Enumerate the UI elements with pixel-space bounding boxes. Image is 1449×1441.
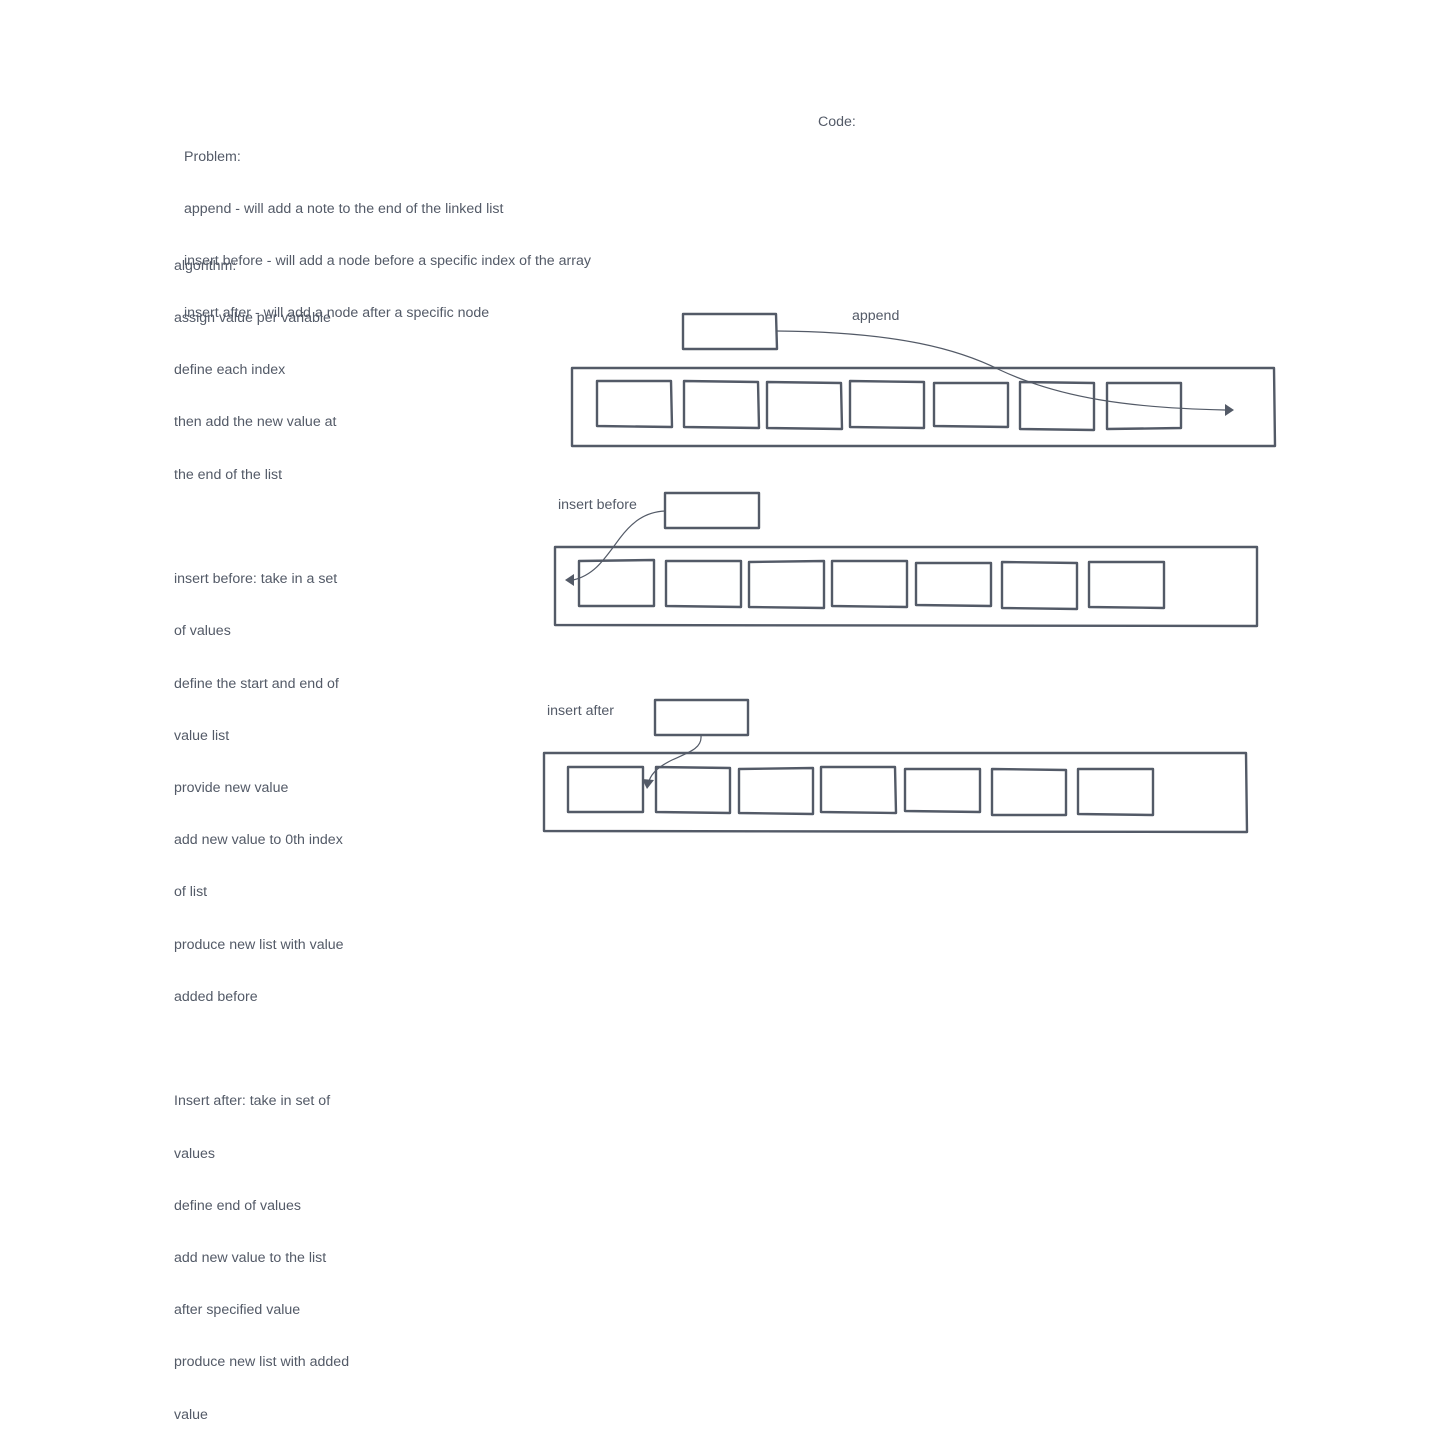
algorithm-line: value list (174, 727, 230, 744)
append-list-container (570, 366, 1277, 448)
algorithm-line: define end of values (174, 1197, 301, 1214)
insert-after-arrow (648, 735, 702, 782)
algorithm-line: the end of the list (174, 466, 283, 483)
append-label: append (852, 308, 900, 324)
insert-before-list-node (1087, 560, 1166, 610)
algorithm-line: algorithm: (174, 257, 237, 274)
insert-before-list-node (830, 559, 909, 609)
append-list-node (682, 379, 761, 430)
append-list-node (1018, 380, 1096, 432)
insert-after-list-node (737, 766, 815, 816)
algorithm-line: Insert after: take in set of (174, 1093, 331, 1110)
problem-line-insert-before: insert before - will add a node before a… (184, 253, 591, 270)
insert-before-arrow (572, 510, 666, 581)
problem-line-append: append - will add a note to the end of t… (184, 201, 504, 218)
insert-after-new-node (653, 698, 750, 737)
algorithm-line: of values (174, 623, 231, 640)
insert-after-arrowhead (642, 779, 654, 789)
problem-heading: Problem: (184, 148, 241, 165)
append-arrowhead (1225, 404, 1234, 416)
insert-after-list-node (903, 767, 982, 814)
algorithm-line: values (174, 1145, 216, 1162)
algorithm-line: then add the new value at (174, 414, 337, 431)
algorithm-line: insert before: take in a set (174, 571, 338, 588)
append-list-node (848, 379, 926, 430)
insert-before-list-node (1000, 560, 1079, 611)
insert-before-arrowhead (565, 574, 574, 586)
append-list-node (765, 380, 844, 431)
linked-list-diagrams (542, 312, 1277, 834)
insert-before-label: insert before (558, 497, 637, 513)
algorithm-line: assign value per variable (174, 310, 331, 327)
algorithm-line: added before (174, 988, 258, 1005)
problem-line-insert-after: insert after - will add a node after a s… (184, 305, 490, 322)
algorithm-line: add new value to the list (174, 1249, 327, 1266)
insert-before-diagram (553, 491, 1259, 628)
algorithm-line: provide new value (174, 780, 289, 796)
algorithm-line: of list (174, 884, 208, 901)
insert-after-list-node (819, 765, 898, 815)
append-list-node (1105, 381, 1183, 431)
append-arrow (776, 330, 1226, 411)
algorithm-line: produce new list with added (174, 1354, 350, 1371)
insert-before-new-node (663, 491, 761, 530)
append-list-node (595, 379, 674, 429)
code-label: Code: (818, 114, 856, 130)
algorithm-line: define the start and end of (174, 675, 339, 692)
insert-before-list-node (577, 558, 656, 608)
insert-after-list-node (1076, 767, 1155, 817)
insert-after-diagram (542, 698, 1249, 834)
insert-before-list-container (553, 545, 1259, 628)
algorithm-line: define each index (174, 362, 286, 379)
algorithm-blank-line (174, 1041, 349, 1058)
insert-before-list-node (747, 559, 826, 610)
algorithm-line: after specified value (174, 1302, 301, 1319)
append-diagram (570, 312, 1277, 448)
insert-before-list-node (914, 561, 993, 608)
insert-after-list-node (990, 767, 1068, 817)
algorithm-line: value (174, 1406, 208, 1423)
algorithm-line: add new value to 0th index (174, 832, 343, 849)
insert-after-list-container (542, 751, 1249, 834)
problem-text: Problem: append - will add a note to the… (184, 114, 591, 340)
insert-before-list-node (664, 559, 743, 609)
insert-after-list-node (654, 765, 732, 815)
insert-after-list-node (566, 765, 645, 814)
append-new-node (681, 312, 779, 351)
insert-after-label: insert after (547, 703, 615, 719)
append-list-node (932, 381, 1010, 429)
